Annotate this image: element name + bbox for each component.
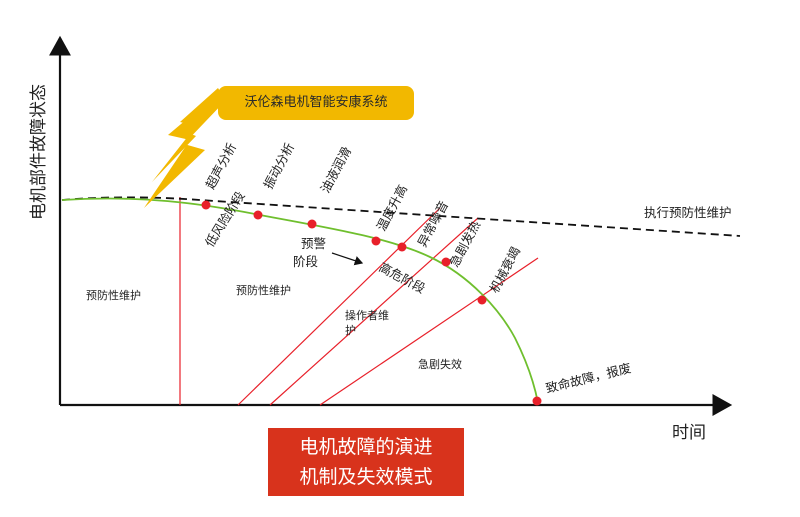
zone-operator-1: 操作者维 — [345, 308, 389, 322]
diag-mechanical: 机械衰竭 — [486, 244, 523, 295]
maintenance-line-label: 执行预防性维护 — [644, 205, 732, 220]
diag-ultrasound: 超声分析 — [202, 140, 239, 191]
title-line-1: 电机故障的演进 — [299, 436, 433, 458]
curve-dot-7 — [477, 295, 487, 305]
curve-dot-8 — [532, 396, 542, 406]
curve-dot-5 — [397, 242, 407, 252]
red-diagonal-line-3 — [319, 257, 539, 406]
stage-high-risk: 高危阶段 — [377, 259, 428, 296]
zone-pm-2: 预防性维护 — [236, 283, 291, 297]
stage-low-risk: 低风险阶段 — [202, 189, 248, 250]
lightning-bolt-body-icon — [144, 92, 226, 208]
diag-temperature: 温度升高 — [373, 182, 410, 233]
system-banner: 沃伦森电机智能安康系统 — [218, 86, 414, 120]
zone-rapid-failure: 急剧失效 — [418, 357, 462, 371]
curve-dot-2 — [253, 210, 263, 220]
y-axis-label: 电机部件故障状态 — [29, 84, 49, 220]
warning-arrow — [331, 252, 364, 266]
diag-vibration: 振动分析 — [260, 140, 297, 191]
diag-noise: 异常噪音 — [414, 198, 451, 249]
diag-oil: 油液润滑 — [317, 144, 354, 195]
zone-pm-1: 预防性维护 — [86, 288, 141, 302]
stage-warning-line1: 预警 — [301, 236, 326, 251]
curve-dot-3 — [307, 219, 317, 229]
red-diagonal-line-1 — [237, 207, 441, 406]
curve-dot-1 — [201, 200, 211, 210]
diag-heat: 急剧发热 — [446, 218, 483, 270]
diagram-title: 电机故障的演进 机制及失效模式 — [268, 428, 464, 496]
stage-warning-line2: 阶段 — [293, 254, 318, 269]
zone-operator-2: 护 — [345, 323, 356, 337]
red-diagonal-line-2 — [269, 217, 479, 406]
x-axis-label: 时间 — [672, 423, 706, 443]
curve-dot-6 — [441, 257, 451, 267]
title-line-2: 机制及失效模式 — [299, 466, 433, 488]
fatal-failure-label: 致命故障，报废 — [544, 360, 633, 396]
curve-dot-4 — [371, 236, 381, 246]
